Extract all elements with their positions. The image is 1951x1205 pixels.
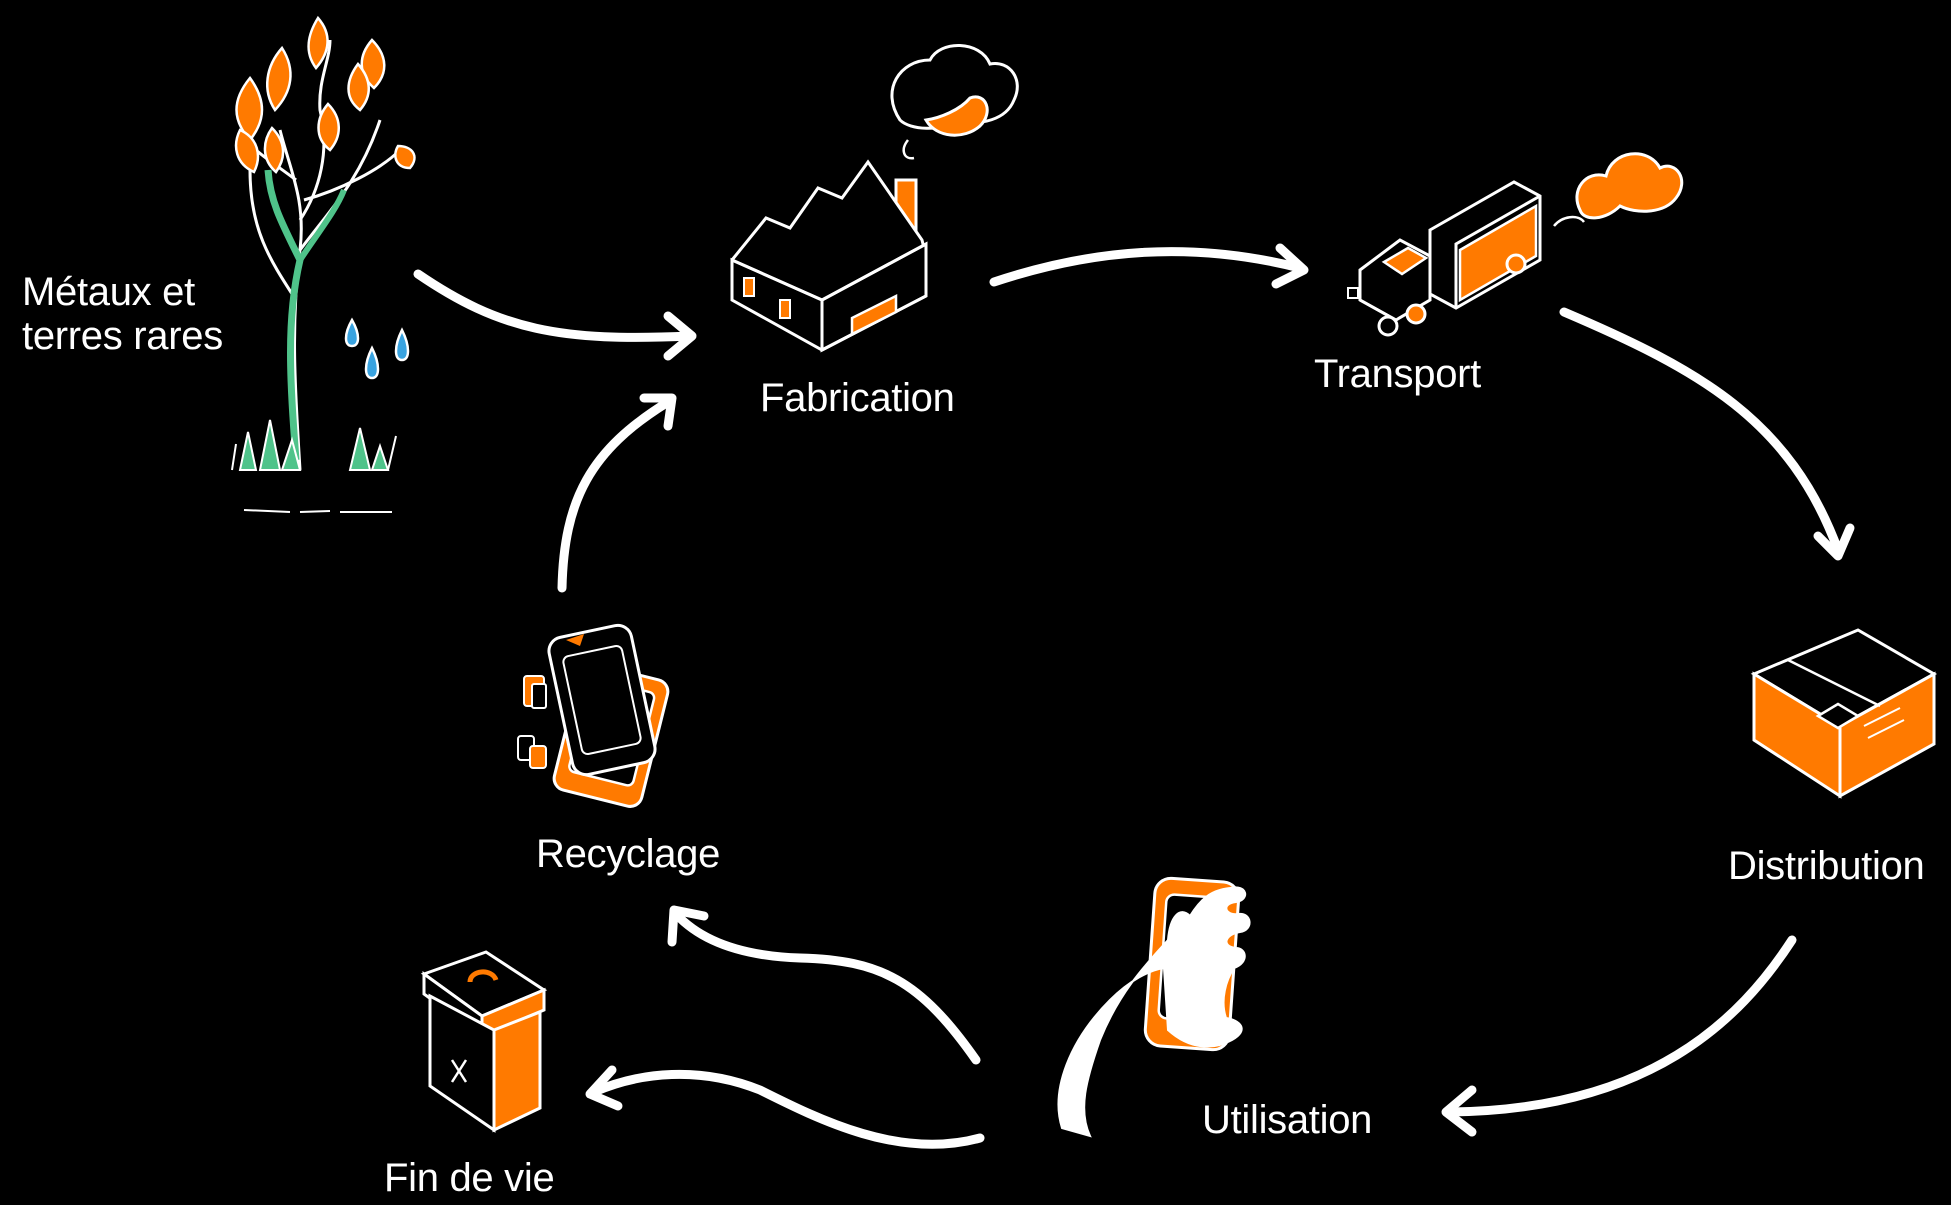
hand-phone-icon	[1057, 876, 1251, 1138]
arrow-transport-to-distribution	[1559, 307, 1855, 561]
arrow-raw-to-manufacturing	[413, 269, 697, 361]
label-raw-materials-line2: terres rares	[22, 314, 223, 358]
trash-bin-icon	[420, 950, 548, 1133]
label-manufacturing: Fabrication	[760, 376, 955, 420]
factory-icon	[730, 44, 1019, 353]
truck-icon	[1347, 152, 1684, 337]
label-usage: Utilisation	[1202, 1098, 1373, 1142]
label-raw-materials-line1: Métaux et	[22, 270, 195, 314]
label-transport: Transport	[1314, 352, 1481, 396]
box-icon	[1750, 628, 1938, 799]
arrow-recycling-to-manufacturing	[557, 393, 677, 593]
plant-icon	[231, 15, 416, 513]
label-end-of-life: Fin de vie	[384, 1156, 555, 1200]
label-raw-materials: Métaux et terres rares	[22, 270, 223, 358]
recycled-phones-icon	[517, 623, 670, 808]
label-distribution: Distribution	[1728, 844, 1925, 888]
arrow-usage-to-end-of-life	[585, 1065, 985, 1149]
arrow-distribution-to-usage	[1441, 935, 1797, 1137]
arrow-usage-to-recycling	[667, 905, 981, 1065]
arrow-manufacturing-to-transport	[989, 243, 1309, 289]
label-recycling: Recyclage	[536, 832, 721, 876]
